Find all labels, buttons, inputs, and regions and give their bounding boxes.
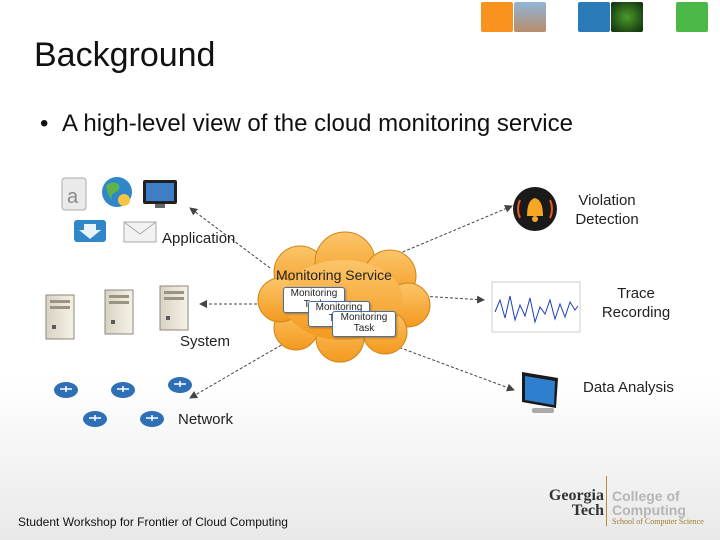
arrow-to-violation (397, 205, 513, 255)
footer-text: Student Workshop for Frontier of Cloud C… (18, 515, 288, 529)
deco-tile-photo (514, 2, 546, 32)
label-application: Application (162, 230, 236, 247)
logo-line2: Tech (571, 502, 604, 519)
arrow-to-analysis (389, 343, 515, 392)
bullet-dot: • (40, 110, 49, 137)
logo-line1: Georgia (548, 487, 604, 504)
label-system: System (180, 333, 231, 350)
router-icon (83, 411, 107, 427)
georgia-tech-logo: Georgia Tech (534, 487, 604, 519)
svg-text:a: a (67, 186, 79, 208)
arrow-to-network (189, 339, 291, 399)
monitor-icon (522, 372, 558, 413)
monitoring-task-box: Monitoring Task (332, 311, 396, 337)
deco-tile-circuit (611, 2, 643, 32)
server-icon (45, 294, 75, 340)
label-violation-detection: Violation Detection (575, 192, 639, 228)
logo-school: School of Computer Science (612, 517, 704, 526)
logo-divider (606, 476, 607, 526)
logo-college1: College of (612, 488, 680, 504)
router-icon (111, 382, 135, 398)
arrow-to-application (189, 207, 271, 269)
label-network: Network (178, 411, 234, 428)
deco-tile-green (676, 2, 708, 32)
logo-college2: Computing (612, 502, 686, 518)
college-logo: College of Computing School of Computer … (612, 489, 704, 526)
router-icon (168, 377, 192, 393)
router-icon (54, 382, 78, 398)
monitoring-service-label: Monitoring Service (276, 267, 392, 283)
app-icon-document (61, 177, 87, 211)
slide-title: Background (34, 36, 216, 74)
trace-plot-thumbnail (491, 281, 581, 333)
server-icon (104, 289, 134, 335)
router-icon (140, 411, 164, 427)
server-icon (159, 285, 189, 331)
arrow-to-trace (419, 295, 485, 304)
bell-icon (513, 187, 557, 231)
label-data-analysis: Data Analysis (583, 379, 674, 396)
app-icon-mail (123, 221, 157, 243)
deco-tile-orange (481, 2, 513, 32)
label-trace-recording: Trace Recording (601, 285, 671, 321)
bullet-text: A high-level view of the cloud monitorin… (62, 110, 573, 137)
bullet-item: • A high-level view of the cloud monitori… (40, 110, 573, 138)
cloud-shape (257, 231, 431, 363)
deco-tile-blue (578, 2, 610, 32)
